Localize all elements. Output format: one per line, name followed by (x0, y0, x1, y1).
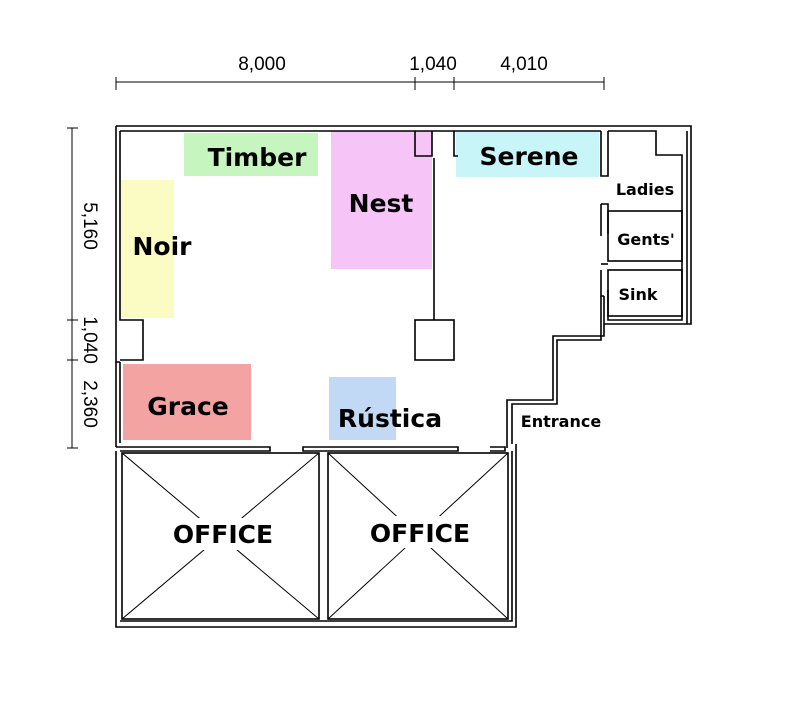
room-grace-label: Grace (147, 392, 229, 421)
top-dimension-line: 8,000 1,040 4,010 (115, 54, 605, 90)
dimension-left-3: 2,360 (79, 380, 100, 428)
office-2[interactable] (327, 452, 509, 620)
room-noir-block[interactable] (121, 180, 174, 318)
room-timber-label: Timber (208, 143, 308, 172)
room-rustica-block[interactable] (329, 377, 396, 440)
room-timber-block[interactable] (184, 133, 318, 176)
sink-label: Sink (618, 285, 657, 304)
entrance-label: Entrance (521, 412, 602, 431)
office-1[interactable] (121, 452, 320, 620)
room-serene-block[interactable] (456, 132, 599, 177)
walls (115, 125, 692, 628)
dimension-left-1: 5,160 (79, 202, 100, 250)
room-nest-label: Nest (349, 189, 414, 218)
office-2-label: OFFICE (370, 519, 470, 548)
room-grace-block[interactable] (123, 364, 251, 440)
dimension-top-3: 4,010 (500, 54, 548, 75)
office-1-label: OFFICE (173, 520, 273, 549)
dimension-top-2: 1,040 (409, 54, 457, 75)
room-noir-label: Noir (133, 232, 193, 261)
gents-restroom-label: Gents' (617, 230, 674, 249)
room-serene-label: Serene (480, 142, 579, 171)
room-rustica-label: Rústica (338, 404, 442, 433)
ladies-restroom-label: Ladies (616, 180, 674, 199)
dimension-left-2: 1,040 (79, 316, 100, 364)
dimension-top-1: 8,000 (238, 54, 286, 75)
left-dimension-line: 5,160 1,040 2,360 (67, 127, 100, 449)
